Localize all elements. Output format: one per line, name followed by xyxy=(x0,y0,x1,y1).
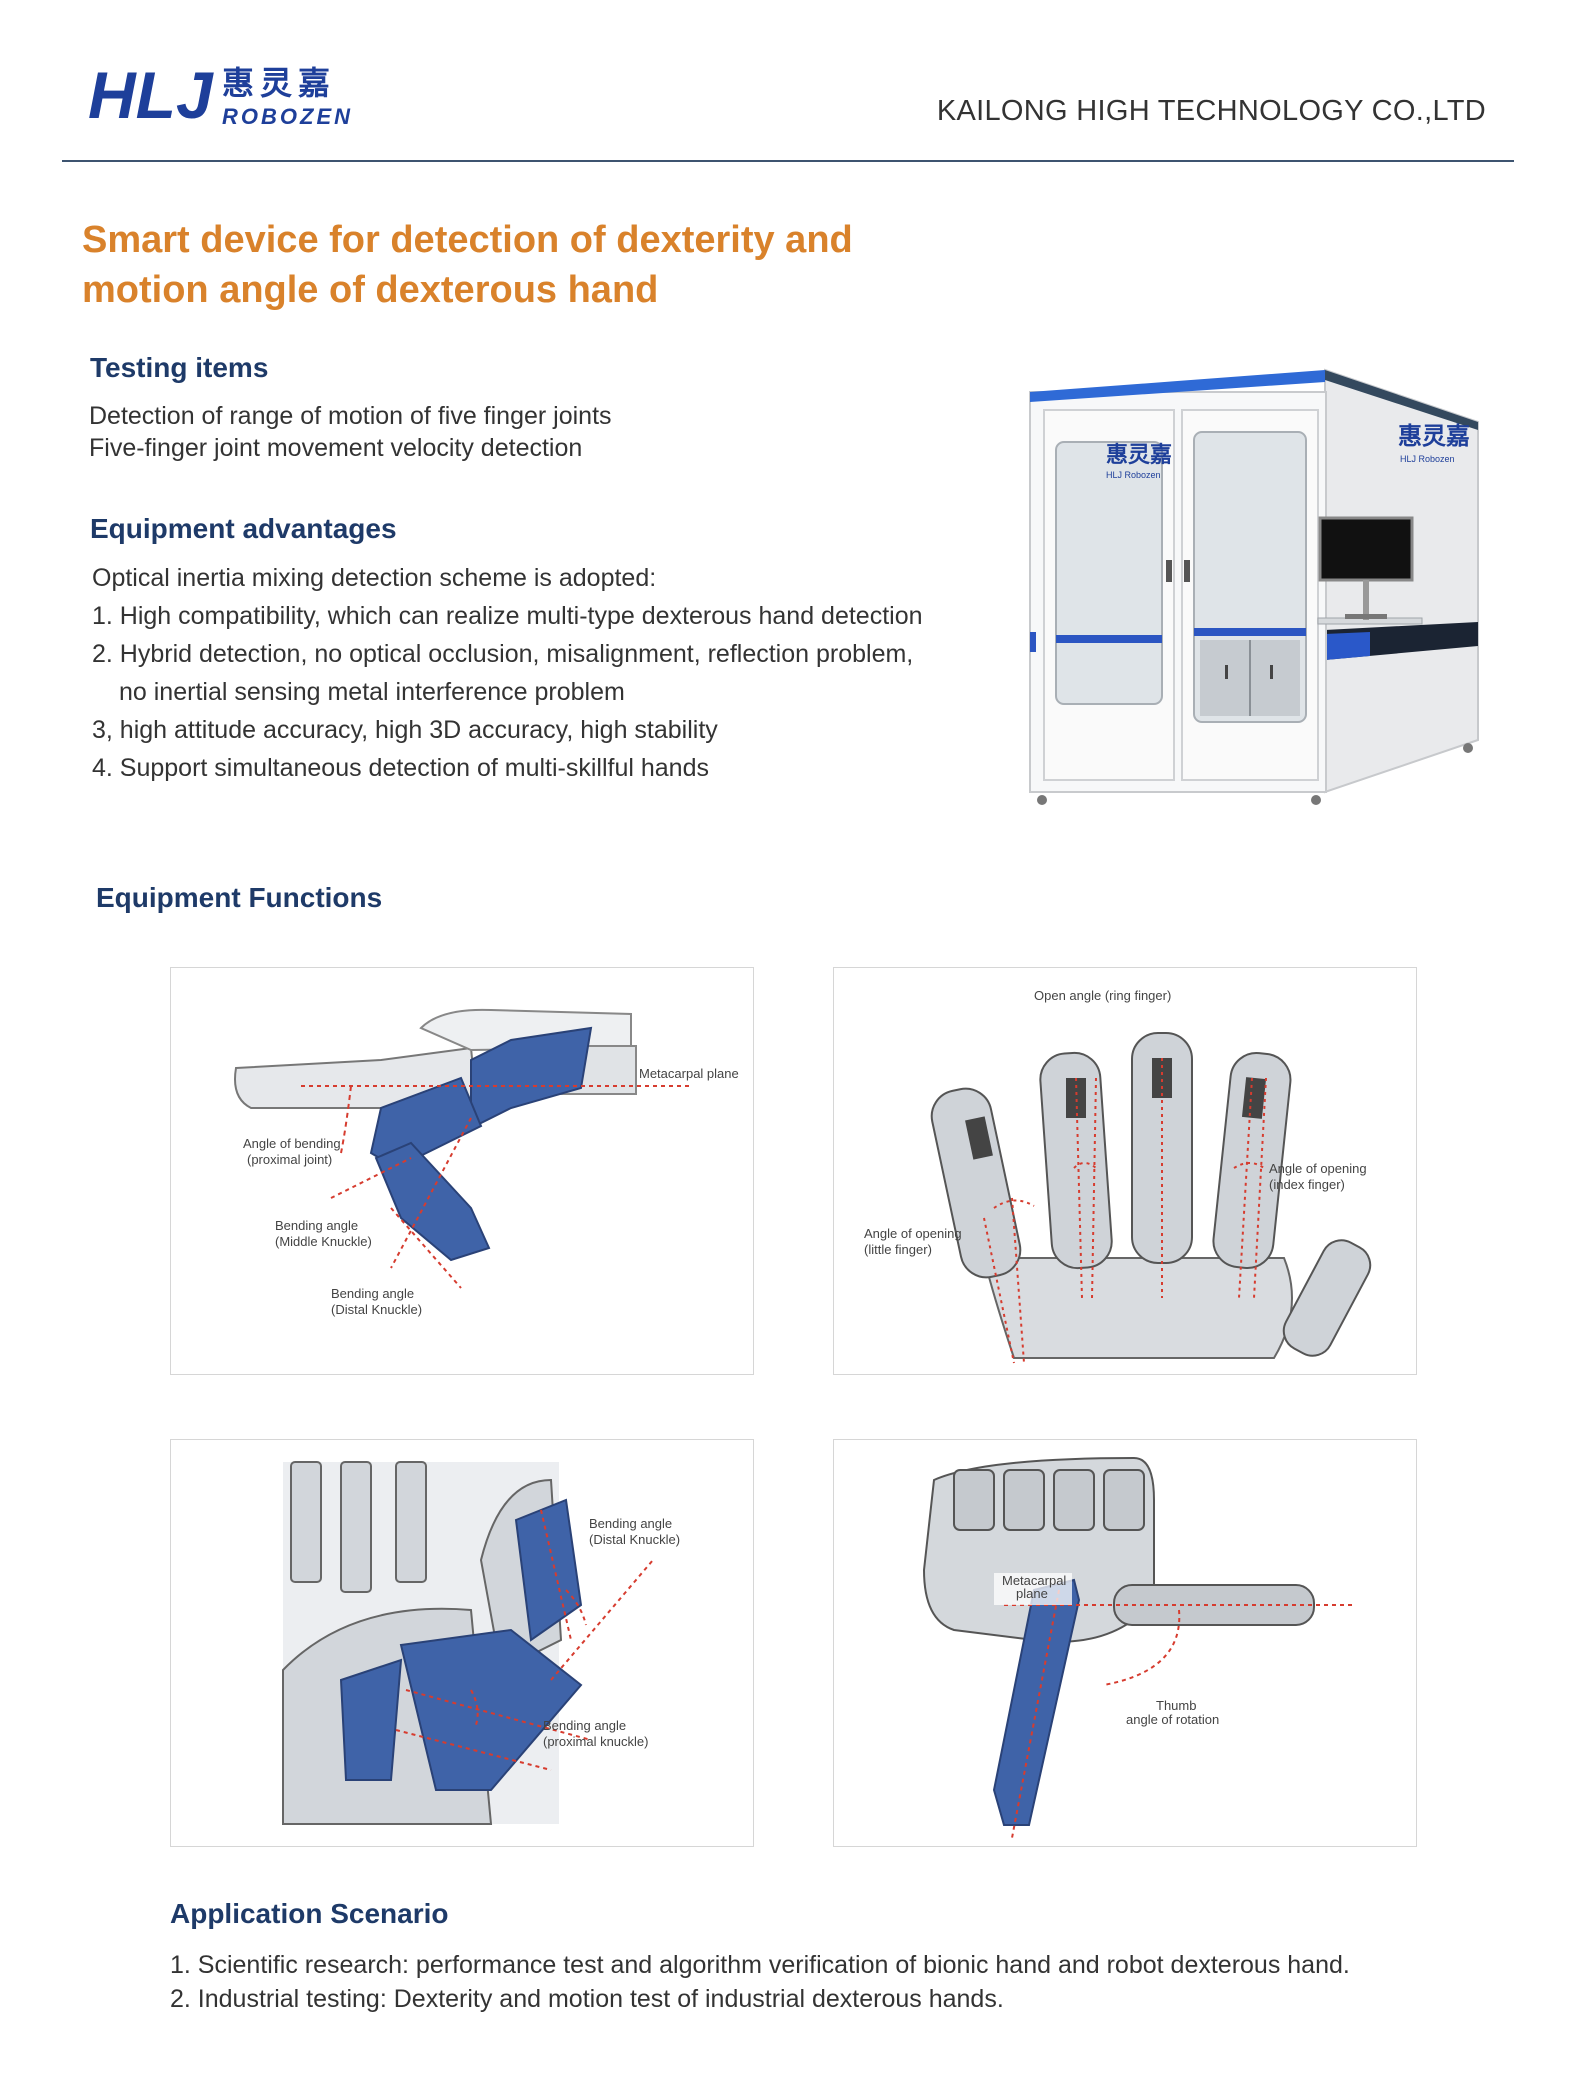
label-bending-proximal-sub: (proximal knuckle) xyxy=(543,1734,648,1749)
label-bending-distal: Bending angle xyxy=(589,1516,672,1531)
machine-door-brand: 惠灵嘉 xyxy=(1106,443,1172,468)
machine-side-brand-small: HLJ Robozen xyxy=(1400,454,1455,464)
label-metacarpal-plane: Metacarpal plane xyxy=(639,1066,739,1081)
header-divider xyxy=(62,160,1514,162)
machine-image: 惠灵嘉 HLJ Robozen 惠灵嘉 HLJ Robozen xyxy=(1029,368,1479,805)
testing-item: Detection of range of motion of five fin… xyxy=(89,402,612,430)
application-item: 1. Scientific research: performance test… xyxy=(170,1951,1350,1979)
application-item: 2. Industrial testing: Dexterity and mot… xyxy=(170,1985,1004,2013)
advantages-intro: Optical inertia mixing detection scheme … xyxy=(92,564,657,592)
finger-opening-diagram: Open angle (ring finger) Angle of openin… xyxy=(864,988,1372,1364)
function-panel-knuckle-bending: Bending angle (Distal Knuckle) Bending a… xyxy=(170,1439,754,1847)
machine-illustration: 惠灵嘉 HLJ Robozen 惠灵嘉 HLJ Robozen xyxy=(1020,360,1490,805)
label-thumb: Thumb xyxy=(1156,1698,1196,1713)
function-panel-finger-opening: Open angle (ring finger) Angle of openin… xyxy=(833,967,1417,1375)
advantages-list: Optical inertia mixing detection scheme … xyxy=(92,559,923,787)
advantage-item: 3, high attitude accuracy, high 3D accur… xyxy=(92,716,718,744)
finger-bending-diagram: Metacarpal plane Angle of bending (proxi… xyxy=(234,1008,739,1317)
label-thumb-rotation: angle of rotation xyxy=(1126,1712,1219,1727)
logo-subtitle: ROBOZEN xyxy=(222,104,353,129)
advantage-item-continued: no inertial sensing metal interference p… xyxy=(119,678,625,706)
label-open-index-sub: (index finger) xyxy=(1269,1177,1345,1192)
label-open-little-sub: (little finger) xyxy=(864,1242,932,1257)
company-logo: HLJ 惠灵嘉 ROBOZEN xyxy=(88,58,388,132)
label-bending-distal-sub: (Distal Knuckle) xyxy=(589,1532,680,1547)
logo-graphic: HLJ 惠灵嘉 ROBOZEN xyxy=(88,58,353,132)
advantages-heading: Equipment advantages xyxy=(90,513,397,544)
logo-letters: HLJ xyxy=(88,60,214,132)
label-bending-distal: Bending angle xyxy=(331,1286,414,1301)
testing-list: Detection of range of motion of five fin… xyxy=(89,400,612,464)
application-list: 1. Scientific research: performance test… xyxy=(170,1948,1350,2016)
label-bending-proximal: Bending angle xyxy=(543,1718,626,1733)
label-bending-middle-sub: (Middle Knuckle) xyxy=(275,1234,372,1249)
label-bending-distal-sub: (Distal Knuckle) xyxy=(331,1302,422,1317)
label-open-ring: Open angle (ring finger) xyxy=(1034,988,1171,1003)
advantage-item: 1. High compatibility, which can realize… xyxy=(92,602,923,630)
label-bending-proximal-sub: (proximal joint) xyxy=(247,1152,332,1167)
label-bending-proximal: Angle of bending xyxy=(243,1136,341,1151)
advantage-item: 2. Hybrid detection, no optical occlusio… xyxy=(92,640,914,668)
knuckle-bending-diagram: Bending angle (Distal Knuckle) Bending a… xyxy=(282,1461,680,1825)
page-title: Smart device for detection of dexterity … xyxy=(82,215,942,315)
label-open-index: Angle of opening xyxy=(1269,1161,1367,1176)
advantage-item: 4. Support simultaneous detection of mul… xyxy=(92,754,709,782)
company-name: KAILONG HIGH TECHNOLOGY CO.,LTD xyxy=(936,95,1486,127)
testing-heading: Testing items xyxy=(90,352,269,383)
application-heading: Application Scenario xyxy=(170,1898,449,1929)
machine-door-brand-small: HLJ Robozen xyxy=(1106,470,1161,480)
thumb-rotation-diagram: Metacarpal plane Thumb angle of rotation xyxy=(922,1456,1354,1839)
logo-chinese: 惠灵嘉 xyxy=(222,64,336,102)
label-bending-middle: Bending angle xyxy=(275,1218,358,1233)
label-metacarpal: Metacarpal xyxy=(1002,1573,1066,1588)
testing-item: Five-finger joint movement velocity dete… xyxy=(89,434,583,462)
label-metacarpal-plane: plane xyxy=(1016,1586,1048,1601)
title-line-1: Smart device for detection of dexterity … xyxy=(82,219,853,261)
label-open-little: Angle of opening xyxy=(864,1226,962,1241)
machine-side-brand: 惠灵嘉 xyxy=(1398,422,1470,450)
function-panel-finger-bending: Metacarpal plane Angle of bending (proxi… xyxy=(170,967,754,1375)
functions-heading: Equipment Functions xyxy=(96,882,383,913)
function-panel-thumb-rotation: Metacarpal plane Thumb angle of rotation xyxy=(833,1439,1417,1847)
title-line-2: motion angle of dexterous hand xyxy=(82,269,659,311)
